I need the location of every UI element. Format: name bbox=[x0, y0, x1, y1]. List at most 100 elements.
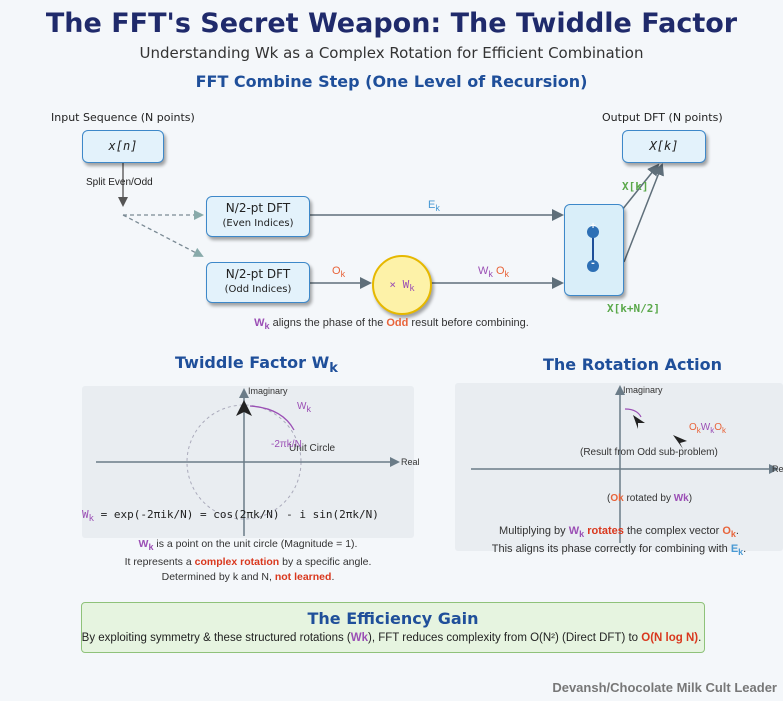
twiddle-heading-sub: k bbox=[329, 361, 338, 377]
rot-desc-line2: This aligns its phase correctly for comb… bbox=[455, 542, 783, 560]
plus-sign: + bbox=[590, 221, 596, 232]
efficiency-box: The Efficiency Gain bbox=[81, 602, 705, 653]
even-dft-box: N/2-pt DFT (Even Indices) bbox=[206, 196, 310, 237]
twiddle-description: Wk is a point on the unit circle (Magnit… bbox=[82, 537, 414, 585]
odd-dft-title: N/2-pt DFT bbox=[225, 267, 291, 281]
input-box-label: x[n] bbox=[108, 139, 138, 153]
input-box: x[n] bbox=[82, 130, 164, 163]
note-text1: aligns the phase of the bbox=[269, 317, 387, 329]
wk-point-label: Wk bbox=[297, 401, 311, 414]
odd-split-line bbox=[122, 214, 204, 257]
page-subtitle: Understanding Wk as a Complex Rotation f… bbox=[139, 44, 644, 62]
wk-ok-sub: k bbox=[504, 269, 510, 280]
note-odd: Odd bbox=[386, 317, 409, 329]
wk-ok-letter: O bbox=[495, 265, 505, 277]
angle-arc bbox=[249, 405, 295, 431]
formula-sub: k bbox=[88, 514, 95, 525]
rot-desc1-b: rotates bbox=[584, 525, 624, 537]
desc1-sub: k bbox=[148, 542, 154, 553]
out-top-label: X[k] bbox=[622, 180, 649, 193]
twiddle-node: × Wk bbox=[372, 255, 432, 315]
rot-desc1-d: . bbox=[735, 525, 739, 537]
rot-w-letter: W bbox=[700, 422, 711, 433]
rotation-description: Multiplying by Wk rotates the complex ve… bbox=[455, 524, 783, 560]
rot-desc2-a: This aligns its phase correctly for comb… bbox=[491, 543, 731, 556]
rot-desc1-c: the complex vector bbox=[623, 525, 723, 537]
rot-result-label: (Result from Odd sub-problem) bbox=[580, 447, 718, 458]
twiddle-desc-line3: Determined by k and N, not learned. bbox=[82, 570, 414, 585]
rot-vector-labels: OkWkOk bbox=[689, 423, 726, 436]
rot-wo-letter: O bbox=[714, 422, 723, 433]
wk-point-sub: k bbox=[306, 404, 311, 414]
even-dft-title: N/2-pt DFT bbox=[225, 201, 291, 215]
ok-letter: O bbox=[332, 265, 341, 277]
desc1-w: W bbox=[138, 538, 149, 550]
unit-circle-label: Unit Circle bbox=[289, 443, 336, 454]
rot-desc-line1: Multiplying by Wk rotates the complex ve… bbox=[455, 524, 783, 542]
rot-rotated-wk: Wk bbox=[673, 493, 689, 504]
ek-letter: E bbox=[428, 199, 436, 211]
efficiency-text: By exploiting symmetry & these structure… bbox=[0, 632, 783, 644]
out-bottom-arrow bbox=[623, 163, 664, 263]
odd-dft-subtitle: (Odd Indices) bbox=[224, 284, 292, 295]
ek-label: Ek bbox=[428, 199, 440, 213]
rot-rotated-label: (Ok rotated by Wk) bbox=[607, 493, 692, 504]
wk-ok-label: Wk Ok bbox=[478, 265, 509, 279]
rot-rotated-b: rotated by bbox=[623, 493, 674, 504]
eff-text-a: By exploiting symmetry & these structure… bbox=[81, 632, 351, 644]
rotation-plot bbox=[471, 385, 779, 543]
rotation-heading: The Rotation Action bbox=[543, 355, 722, 374]
twiddle-node-label: × Wk bbox=[374, 257, 430, 317]
output-box-label: X[k] bbox=[649, 139, 679, 153]
eff-text-b: ), FFT reduces complexity from O(N²) (Di… bbox=[368, 632, 642, 644]
desc3-b: not learned bbox=[274, 571, 332, 584]
desc1-rest: is a point on the unit circle (Magnitude… bbox=[153, 538, 358, 550]
rot-rotated-c: ) bbox=[688, 493, 693, 504]
combine-note: Wk aligns the phase of the Odd result be… bbox=[0, 317, 783, 331]
desc2-c: by a specific angle. bbox=[279, 556, 372, 569]
input-label: Input Sequence (N points) bbox=[51, 111, 195, 124]
note-w: W bbox=[254, 317, 265, 329]
twiddle-heading: Twiddle Factor Wk bbox=[175, 353, 338, 376]
unit-circle-plot bbox=[96, 388, 400, 536]
desc2-a: It represents a bbox=[124, 556, 195, 569]
eff-text-wk: Wk bbox=[350, 632, 368, 644]
eff-text-c: . bbox=[698, 632, 702, 644]
out-bottom-label: X[k+N/2] bbox=[607, 302, 660, 315]
desc3-c: . bbox=[331, 571, 335, 584]
rot-imag-label: Imaginary bbox=[623, 385, 663, 395]
rot-wo-sub: k bbox=[722, 426, 727, 435]
formula-w: W bbox=[82, 508, 89, 521]
rot-desc1-w: W bbox=[568, 525, 580, 537]
desc3-a: Determined by k and N, bbox=[161, 571, 275, 584]
rot-desc2-esub: k bbox=[738, 547, 744, 558]
wk-sub: k bbox=[488, 269, 493, 280]
eff-text-nlogn: O(N log N) bbox=[641, 632, 699, 644]
twiddle-node-text: × W bbox=[389, 278, 410, 291]
rot-o-sub: k bbox=[696, 426, 701, 435]
twiddle-formula: Wk = exp(-2πik/N) = cos(2πk/N) - i sin(2… bbox=[82, 508, 379, 524]
ok-vector-head bbox=[633, 415, 645, 429]
rotation-panel bbox=[455, 383, 783, 551]
combine-section-title: FFT Combine Step (One Level of Recursion… bbox=[195, 72, 588, 91]
rot-desc1-sub: k bbox=[579, 529, 585, 540]
rot-rotated-a: ( bbox=[607, 493, 611, 504]
wk-point-letter: W bbox=[297, 401, 307, 412]
note-w-sub: k bbox=[264, 321, 270, 332]
output-label: Output DFT (N points) bbox=[602, 111, 723, 124]
rot-desc2-b: . bbox=[743, 543, 747, 556]
note-text2: result before combining. bbox=[408, 317, 529, 329]
twiddle-desc-line2: It represents a complex rotation by a sp… bbox=[82, 555, 414, 570]
rot-o-letter: O bbox=[689, 422, 697, 433]
ok-label: Ok bbox=[332, 265, 345, 279]
desc2-b: complex rotation bbox=[194, 556, 280, 569]
even-dft-subtitle: (Even Indices) bbox=[222, 218, 294, 229]
real-label: Real bbox=[401, 457, 420, 467]
rot-real-label: Re bbox=[772, 464, 783, 474]
rot-arc bbox=[624, 408, 642, 418]
twiddle-desc-line1: Wk is a point on the unit circle (Magnit… bbox=[82, 537, 414, 555]
rot-desc2-e: E bbox=[730, 543, 739, 556]
wk-letter: W bbox=[478, 265, 489, 277]
imag-label: Imaginary bbox=[248, 386, 288, 396]
output-box: X[k] bbox=[622, 130, 706, 163]
